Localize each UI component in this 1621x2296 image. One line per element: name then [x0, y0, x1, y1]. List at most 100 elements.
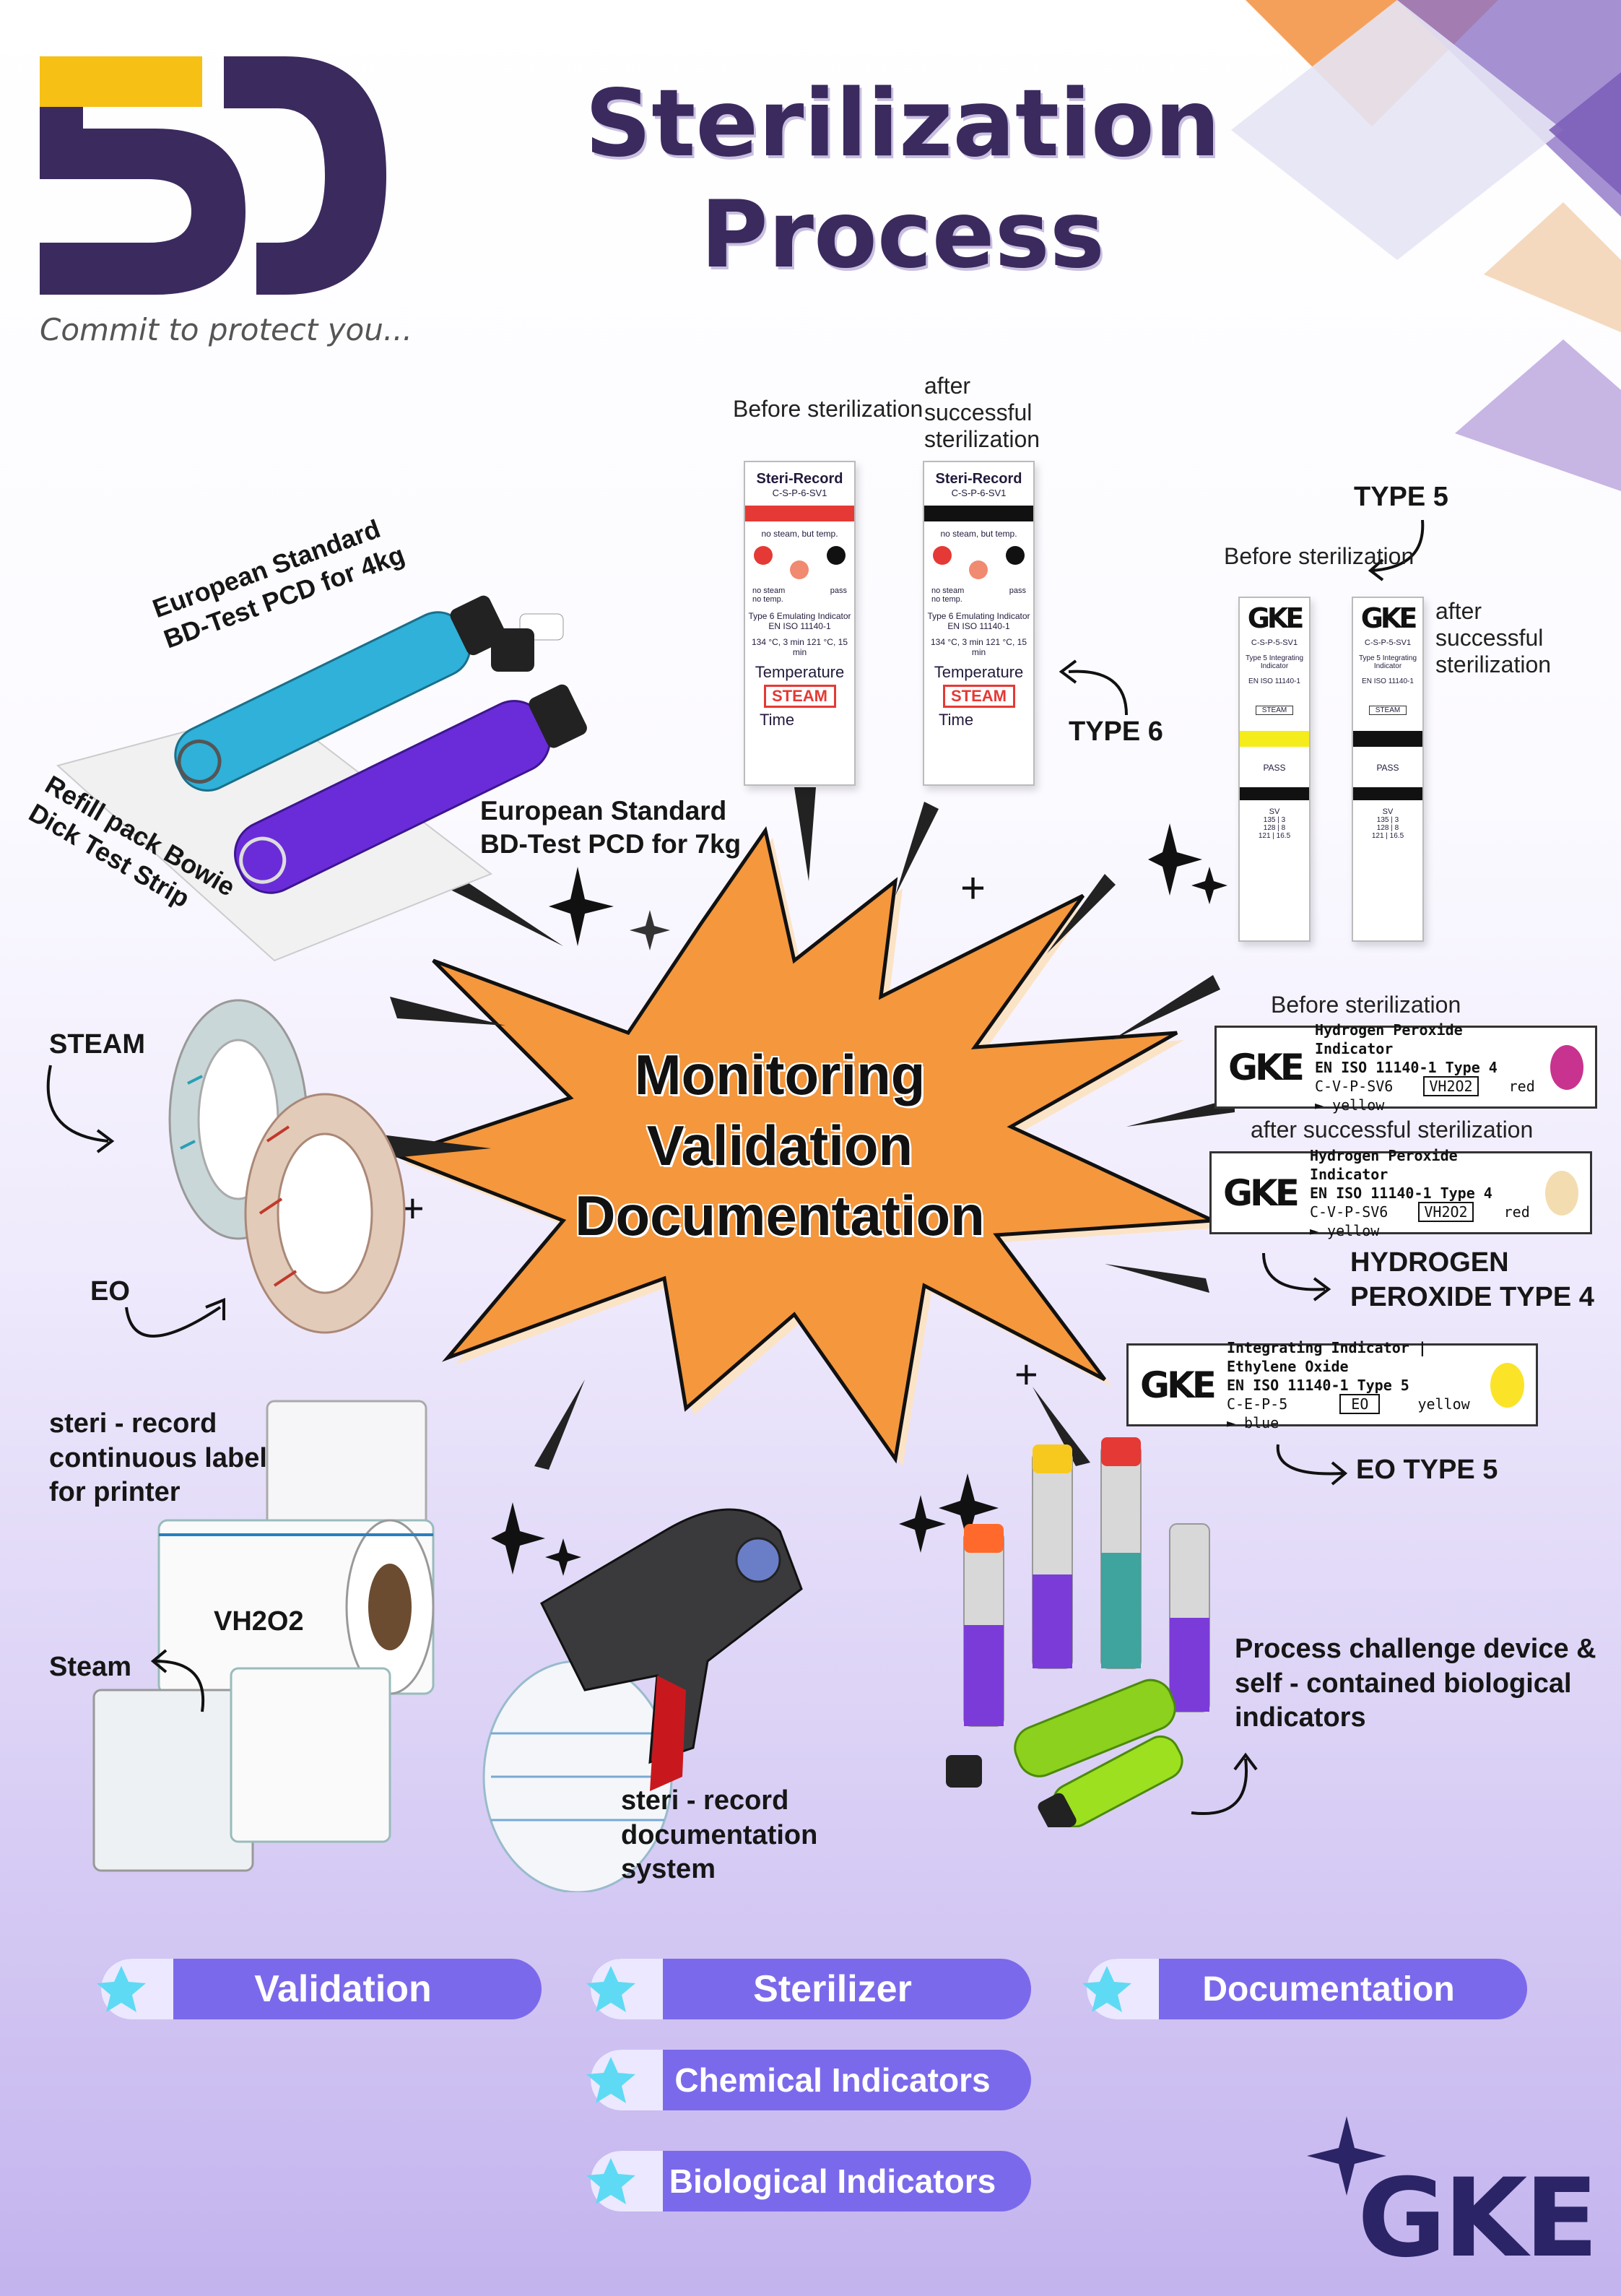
strip-sv: 134 °C, 3 min 121 °C, 15 min: [751, 637, 848, 657]
star-icon: [586, 2057, 635, 2103]
strip-sv: SV: [1382, 807, 1394, 816]
strip-norm: EN ISO 11140-1: [1362, 677, 1414, 685]
strip-code: C-S-P-6-SV1: [951, 488, 1007, 498]
eo-tape-label: EO: [90, 1276, 130, 1307]
eo-norm: EN ISO 11140-1 Type 5: [1226, 1376, 1409, 1394]
center-line-monitoring: Monitoring: [634, 1043, 926, 1106]
h2o2-norm: EN ISO 11140-1 Type 4: [1314, 1058, 1498, 1076]
star-icon: [586, 1966, 635, 2012]
strip-dots: [745, 546, 854, 579]
eo-type5-label: EO TYPE 5: [1356, 1455, 1498, 1485]
title-line-2: Process: [700, 181, 1105, 289]
strip-legend: no steam no temp. pass: [745, 586, 854, 604]
center-headline: Monitoring Validation Documentation: [505, 1040, 1054, 1252]
center-line-documentation: Documentation: [575, 1184, 985, 1247]
pill-label: Validation: [254, 1968, 432, 2010]
brand-logo: [40, 56, 386, 295]
gke-logo: GKE: [1360, 602, 1418, 634]
pill-validation: Validation: [97, 1959, 542, 2019]
steam-roll-label: Steam: [49, 1652, 132, 1682]
plus-icon: +: [960, 864, 986, 912]
h2o2-code: C-V-P-SV6: [1309, 1203, 1389, 1221]
strip-time: Time: [760, 711, 795, 729]
type6-after-label: after successful sterilization: [924, 373, 1040, 452]
type6-before-label: Before sterilization: [733, 396, 924, 422]
color-dot-cream: [1544, 1170, 1578, 1216]
h2o2-title: Hydrogen Peroxide Indicator: [1314, 1021, 1463, 1057]
strip-type: Type 5 Integrating Indicator: [1245, 654, 1304, 670]
strip-temperature: Temperature: [934, 663, 1024, 681]
type5-after-label: after successful sterilization: [1435, 598, 1552, 677]
strip-type: Type 6 Emulating Indicator EN ISO 11140-…: [748, 611, 851, 631]
curved-arrow-icon: [125, 1298, 225, 1338]
pill-documentation: Documentation: [1082, 1959, 1527, 2019]
curved-arrow-icon: [1191, 1752, 1258, 1815]
dot-red: [754, 546, 773, 565]
strip-steam-box: STEAM: [942, 685, 1015, 708]
dot-black: [826, 546, 846, 565]
gke-logo: GKE: [1247, 602, 1305, 634]
center-line-validation: Validation: [646, 1113, 913, 1177]
eo-change: yellow ► blue: [1226, 1395, 1470, 1431]
biological-indicators-illustration: [946, 1437, 1210, 1827]
strip-row: 135 | 3: [1263, 816, 1286, 824]
h2o2-norm: EN ISO 11140-1 Type 4: [1309, 1184, 1492, 1202]
sparkle-icon: [899, 1473, 999, 1553]
star-icon: [97, 1966, 146, 2012]
gke-logo: GKE: [1223, 1171, 1300, 1214]
eo-indicator: GKE Integrating Indicator | Ethylene Oxi…: [1126, 1339, 1538, 1431]
strip-norm: EN ISO 11140-1: [1248, 677, 1300, 685]
h2o2-indicator-after: GKE Hydrogen Peroxide Indicator EN ISO 1…: [1209, 1147, 1592, 1239]
curved-arrow-icon: [1368, 519, 1425, 581]
strip-steam-box: STEAM: [763, 685, 836, 708]
curved-arrow-icon: [1059, 659, 1128, 716]
eo-code-row: C-E-P-5 EO yellow ► blue: [1226, 1393, 1477, 1432]
strip-time: Time: [939, 711, 974, 729]
pill-sterilizer: Sterilizer: [586, 1959, 1031, 2019]
type5-strip-after: GKE C-S-P-5-SV1 Type 5 Integrating Indic…: [1352, 597, 1424, 942]
documentation-system-label: steri - record documentation system: [621, 1785, 818, 1884]
strip-row: 121 | 16.5: [1258, 832, 1291, 840]
strip-brand: Steri-Record: [935, 471, 1022, 487]
strip-temperature: Temperature: [755, 663, 845, 681]
sparkle-icon: [1307, 2116, 1386, 2196]
pill-label: Chemical Indicators: [674, 2061, 991, 2099]
plus-icon: +: [1014, 1351, 1038, 1397]
pill-chemical-indicators: Chemical Indicators: [586, 2050, 1031, 2110]
dot-red: [933, 546, 952, 565]
strip-band-black: [924, 506, 1033, 521]
h2o2-indicator-text: Hydrogen Peroxide Indicator EN ISO 11140…: [1310, 1146, 1532, 1240]
curved-arrow-icon: [46, 1065, 115, 1153]
h2o2-code-row: C-V-P-SV6 VH2O2 red ► yellow: [1314, 1075, 1537, 1114]
strip-code: C-S-P-5-SV1: [1251, 638, 1298, 647]
color-dot-yellow: [1490, 1362, 1524, 1408]
dot-salmon: [969, 560, 988, 579]
strip-pass: pass: [830, 586, 847, 595]
strip-no-steam-temp: no steam, but temp.: [940, 529, 1017, 539]
strip-row: 128 | 8: [1263, 824, 1286, 832]
eo-tag: EO: [1339, 1393, 1381, 1414]
eo-code: C-E-P-5: [1226, 1395, 1288, 1413]
pill-label: Sterilizer: [753, 1968, 912, 2010]
strip-band-black: [1240, 787, 1309, 800]
strip-no-steam-temp: no steam, but temp.: [761, 529, 838, 539]
h2o2-code: C-V-P-SV6: [1314, 1077, 1394, 1095]
strip-band-black: [1353, 787, 1422, 800]
strip-steam-box: STEAM: [1256, 706, 1293, 715]
strip-sv: SV: [1269, 807, 1280, 816]
tagline: Commit to protect you...: [40, 312, 412, 347]
gke-logo: GKE: [1140, 1364, 1217, 1406]
gke-logo: GKE: [1228, 1046, 1305, 1088]
vh2o2-roll-label: VH2O2: [214, 1606, 304, 1637]
pill-label: Documentation: [1202, 1970, 1455, 2009]
strip-type: Type 5 Integrating Indicator: [1358, 654, 1417, 670]
printer-label-text: steri - record continuous label for prin…: [49, 1408, 267, 1507]
dot-salmon: [790, 560, 809, 579]
label-rolls-illustration: [92, 1400, 435, 1872]
type6-strip-after: Steri-Record C-S-P-6-SV1 no steam, but t…: [923, 461, 1035, 786]
pcd-7kg-label: European Standard BD-Test PCD for 7kg: [480, 796, 742, 859]
type5-before-label: Before sterilization: [1224, 543, 1414, 569]
strip-pass: pass: [1009, 586, 1026, 595]
strip-band-yellow: [1240, 731, 1309, 747]
gke-footer-logo: GKE: [1357, 2156, 1599, 2282]
